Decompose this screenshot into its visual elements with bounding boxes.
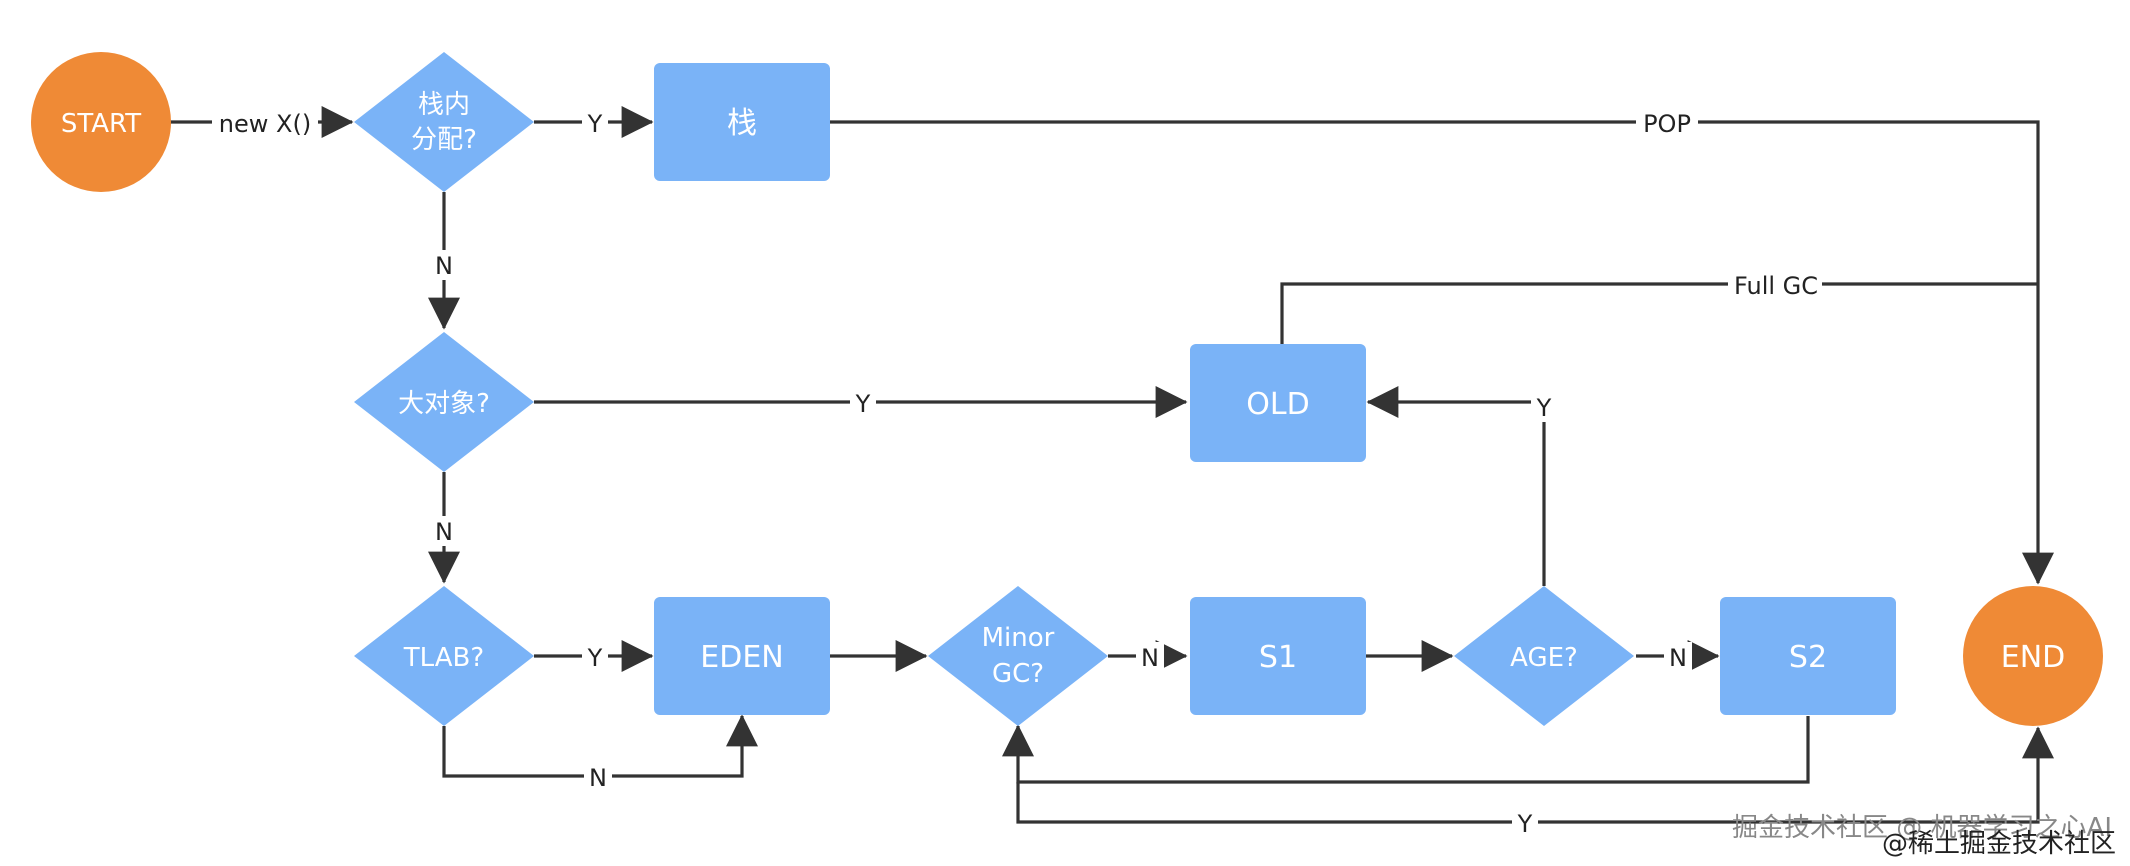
nodes: START 栈内 分配? 栈 大对象? OLD TLAB?	[31, 52, 2103, 726]
s2-node: S2	[1720, 597, 1896, 715]
edge-label-new-x: new X()	[219, 110, 311, 138]
stack-label: 栈	[727, 106, 757, 141]
stack-alloc-label-line1: 栈内	[418, 90, 470, 120]
edge-label-full-gc: Full GC	[1734, 272, 1818, 300]
start-label: START	[61, 109, 141, 139]
edge-label-stack-yes: Y	[587, 110, 603, 138]
end-label: END	[2001, 640, 2066, 675]
age-label: AGE?	[1510, 643, 1578, 673]
minor-gc-decision: Minor GC?	[928, 586, 1108, 726]
edge-label-stack-no: N	[435, 252, 453, 280]
old-label: OLD	[1246, 387, 1309, 422]
big-object-decision: 大对象?	[354, 332, 534, 472]
stack-alloc-label-line2: 分配?	[411, 125, 477, 155]
big-object-label: 大对象?	[398, 389, 490, 419]
edge-label-age-yes: Y	[1536, 394, 1552, 422]
eden-label: EDEN	[700, 640, 783, 675]
edge-labels: new X() Y POP Full GC N Y N Y N N Y N Y	[212, 108, 1822, 838]
minor-gc-label-line2: GC?	[992, 659, 1044, 689]
edge-s2-back-to-minor-gc	[1002, 716, 1810, 784]
edge-age-yes	[1366, 386, 1546, 586]
edge-label-tlab-yes: Y	[587, 644, 603, 672]
edge-label-pop: POP	[1643, 110, 1691, 138]
edge-label-big-no: N	[435, 518, 453, 546]
tlab-decision: TLAB?	[354, 586, 534, 726]
old-node: OLD	[1190, 344, 1366, 462]
edge-label-tlab-no: N	[589, 764, 607, 792]
edge-label-minor-no: N	[1141, 644, 1159, 672]
end-node: END	[1963, 586, 2103, 726]
s1-node: S1	[1190, 597, 1366, 715]
edge-label-age-no: N	[1669, 644, 1687, 672]
watermark-text-2: @稀土掘金技术社区	[1882, 829, 2116, 859]
watermark: 掘金技术社区 @ 机器学习之心AI @稀土掘金技术社区	[1732, 813, 2116, 859]
age-decision: AGE?	[1454, 586, 1634, 726]
s2-label: S2	[1789, 640, 1827, 675]
watermark-text: 掘金技术社区 @ 机器学习之心AI	[1732, 813, 2112, 843]
stack-node: 栈	[654, 63, 830, 181]
stack-alloc-decision: 栈内 分配?	[354, 52, 534, 192]
edge-label-minor-yes: Y	[1517, 810, 1533, 838]
start-node: START	[31, 52, 171, 192]
edge-minor-gc-yes-to-end	[1016, 726, 2054, 824]
edge-label-big-yes: Y	[855, 390, 871, 418]
edge-old-full-gc	[1280, 282, 2038, 344]
minor-gc-label-line1: Minor	[982, 623, 1055, 653]
edge-pop-to-end	[830, 120, 2054, 585]
tlab-label: TLAB?	[403, 643, 484, 673]
eden-node: EDEN	[654, 597, 830, 715]
s1-label: S1	[1259, 640, 1297, 675]
